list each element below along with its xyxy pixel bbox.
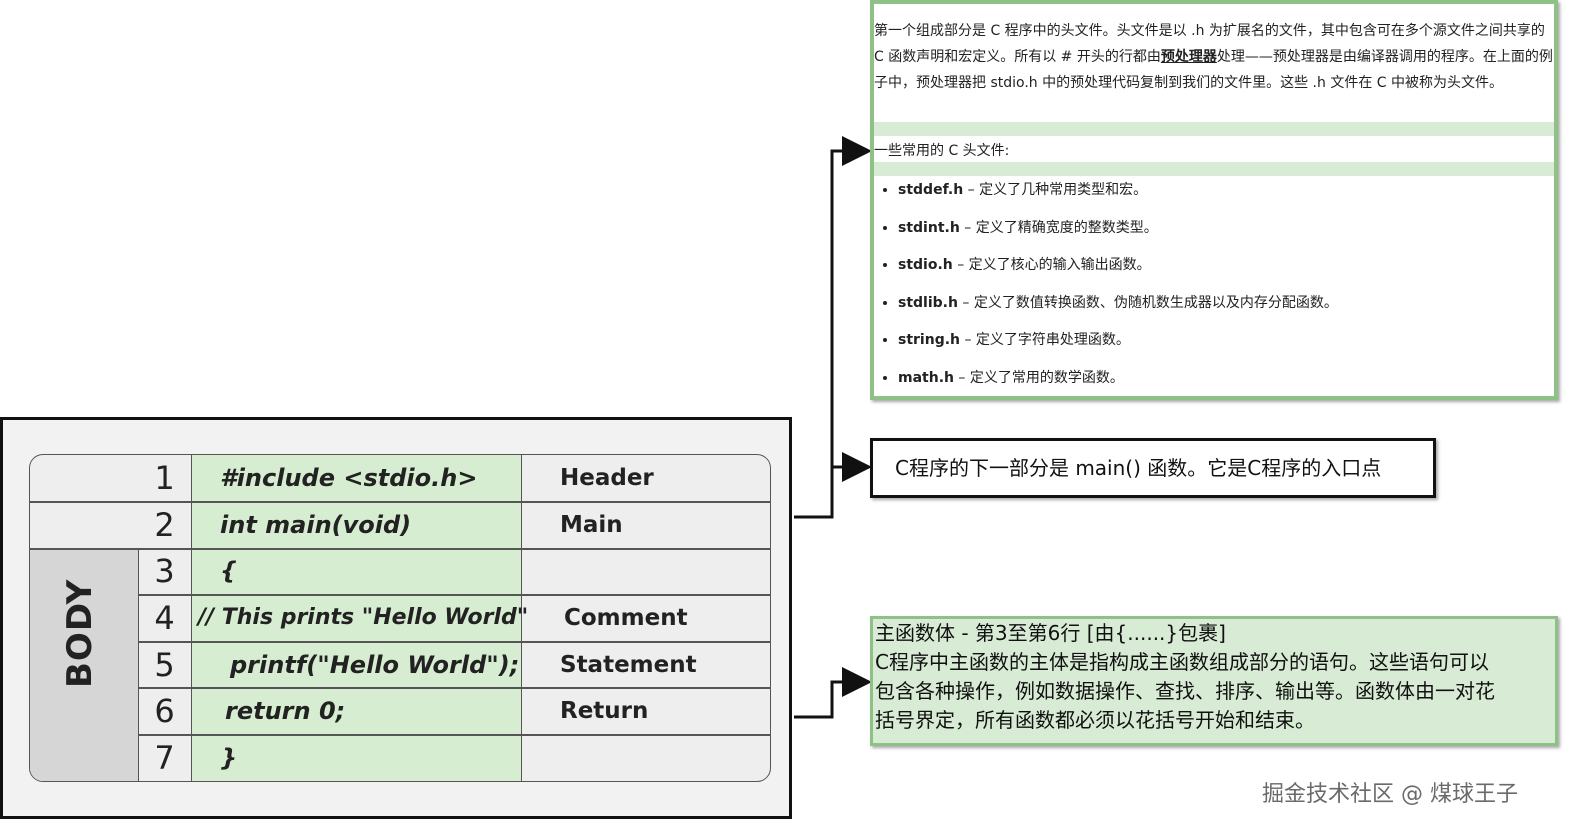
row-divider	[30, 548, 770, 550]
header-file-desc: – 定义了几种常用类型和宏。	[963, 182, 1148, 198]
code-text: // This prints "Hello World"	[198, 605, 529, 630]
row-divider	[138, 594, 770, 596]
header-list-title: 一些常用的 C 头文件:	[874, 143, 1010, 159]
line-number: 6	[154, 692, 175, 730]
code-row-4: 4 // This prints "Hello World" Comment	[30, 595, 770, 641]
header-file-name: stdio.h	[898, 257, 953, 274]
code-row-3: 3 {	[30, 548, 770, 594]
header-file-desc: – 定义了字符串处理函数。	[960, 332, 1130, 349]
header-note-box: 第一个组成部分是 C 程序中的头文件。头文件是以 .h 为扩展名的文件，其中包含…	[870, 0, 1558, 400]
row-tag: Header	[560, 465, 654, 491]
list-item: string.h – 定义了字符串处理函数。	[898, 322, 1338, 360]
body-note-text: 括号界定，所有函数都必须以花括号开始和结束。	[875, 708, 1315, 732]
separator-stripe	[874, 162, 1554, 176]
body-note-text: C程序中主函数的主体是指构成主函数组成部分的语句。这些语句可以	[875, 650, 1489, 674]
code-text: int main(void)	[220, 511, 412, 539]
header-file-name: stdlib.h	[898, 294, 958, 311]
code-table: BODY 1 #include <stdio.h> Header 2 int m…	[29, 454, 771, 782]
header-file-name: string.h	[898, 332, 961, 349]
header-file-desc: – 定义了精确宽度的整数类型。	[959, 219, 1158, 236]
body-note-title: 主函数体 - 第3至第6行 [由{......}包裹]	[875, 621, 1226, 645]
code-text: printf("Hello World");	[230, 651, 520, 679]
code-row-1: 1 #include <stdio.h> Header	[30, 455, 770, 501]
code-text: }	[220, 744, 238, 772]
row-tag: Main	[560, 512, 623, 538]
line-number: 4	[154, 599, 175, 637]
row-divider	[138, 641, 770, 643]
header-file-name: stddef.h	[898, 182, 964, 198]
header-file-desc: – 定义了核心的输入输出函数。	[952, 257, 1151, 274]
header-paragraph: 第一个组成部分是 C 程序中的头文件。头文件是以 .h 为扩展名的文件，其中包含…	[874, 18, 1554, 96]
watermark: 掘金技术社区 @ 煤球王子	[1262, 782, 1518, 807]
code-structure-panel: BODY 1 #include <stdio.h> Header 2 int m…	[0, 417, 792, 819]
header-file-desc: – 定义了常用的数学函数。	[953, 369, 1124, 386]
line-number: 5	[154, 646, 175, 684]
code-text: #include <stdio.h>	[220, 464, 478, 492]
header-file-name: stdint.h	[898, 219, 960, 236]
list-item: stdint.h – 定义了精确宽度的整数类型。	[898, 210, 1338, 248]
row-divider	[138, 734, 770, 736]
preprocessor-term: 预处理器	[1160, 49, 1217, 65]
row-tag: Statement	[560, 652, 697, 678]
code-text: {	[220, 557, 238, 585]
list-item: stddef.h – 定义了几种常用类型和宏。	[898, 172, 1338, 210]
code-row-6: 6 return 0; Return	[30, 688, 770, 734]
list-item: math.h – 定义了常用的数学函数。	[898, 360, 1338, 398]
code-column	[191, 455, 522, 781]
row-divider	[138, 687, 770, 689]
header-paragraph-text: 第一个组成部分是 C 程序中的头文件。头文件是以 .h 为扩展名的文件，其中包含…	[874, 23, 1545, 65]
row-tag: Return	[560, 698, 649, 724]
code-row-2: 2 int main(void) Main	[30, 502, 770, 548]
code-row-7: 7 }	[30, 735, 770, 781]
line-number: 2	[154, 506, 175, 544]
line-number: 1	[154, 459, 175, 497]
connector-to-header-note	[794, 136, 872, 519]
row-divider	[30, 501, 770, 503]
main-note-box: C程序的下一部分是 main() 函数。它是C程序的入口点	[870, 438, 1436, 498]
body-section: BODY	[30, 548, 139, 781]
connector-to-body-note	[794, 667, 872, 719]
code-row-5: 5 printf("Hello World"); Statement	[30, 642, 770, 688]
separator-stripe	[874, 122, 1554, 136]
row-tag: Comment	[564, 605, 688, 631]
list-item: stdlib.h – 定义了数值转换函数、伪随机数生成器以及内存分配函数。	[898, 285, 1338, 323]
body-note-box: 主函数体 - 第3至第6行 [由{......}包裹] C程序中主函数的主体是指…	[870, 616, 1558, 746]
code-text: return 0;	[225, 697, 346, 725]
header-paragraph-text: 处理——预处理器是由编译器调用的程序。在上面的例子中，预处理器把 stdio.h…	[874, 49, 1553, 91]
list-item: stdio.h – 定义了核心的输入输出函数。	[898, 247, 1338, 285]
body-note-text: 包含各种操作，例如数据操作、查找、排序、输出等。函数体由一对花	[875, 679, 1495, 703]
header-file-desc: – 定义了数值转换函数、伪随机数生成器以及内存分配函数。	[957, 294, 1338, 311]
line-number: 3	[154, 552, 175, 590]
header-file-name: math.h	[898, 369, 954, 386]
line-number: 7	[154, 739, 175, 777]
header-file-list: stddef.h – 定义了几种常用类型和宏。 stdint.h – 定义了精确…	[874, 172, 1338, 398]
